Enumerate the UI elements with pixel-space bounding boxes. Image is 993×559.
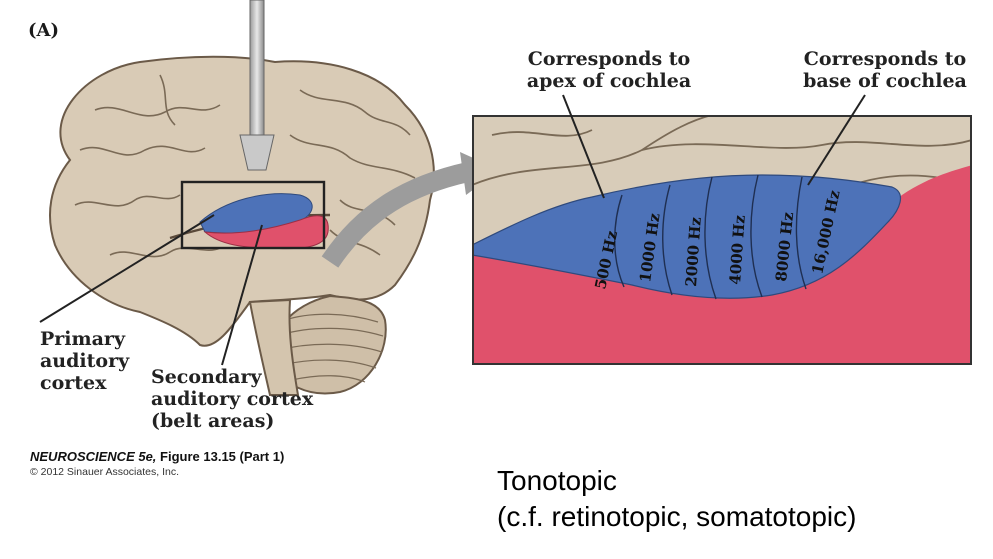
zoom-panel: 500 Hz 1000 Hz 2000 Hz 4000 Hz 8000 Hz 1… bbox=[472, 115, 972, 365]
secondary-label-line3: (belt areas) bbox=[151, 410, 275, 432]
secondary-leader bbox=[221, 224, 263, 366]
book-title: NEUROSCIENCE 5e, bbox=[30, 449, 157, 464]
freq-label-4000: 4000 Hz bbox=[726, 214, 749, 285]
primary-label-line3: cortex bbox=[40, 372, 107, 394]
figure-credit: NEUROSCIENCE 5e, Figure 13.15 (Part 1) bbox=[30, 449, 284, 464]
zoom-box bbox=[180, 180, 326, 250]
primary-area bbox=[472, 174, 902, 299]
secondary-auditory-cortex-label: Secondary auditory cortex (belt areas) bbox=[151, 366, 313, 432]
primary-leader bbox=[39, 214, 215, 323]
isofrequency-lines bbox=[614, 174, 807, 300]
panel-label: (A) bbox=[28, 20, 59, 41]
figure-number: Figure 13.15 (Part 1) bbox=[156, 449, 285, 464]
base-leader bbox=[807, 94, 866, 186]
primary-label-line2: auditory bbox=[40, 350, 130, 372]
base-label-line1: Corresponds to bbox=[803, 48, 967, 70]
caption-line1: Tonotopic bbox=[497, 465, 617, 496]
primary-auditory-cortex-label: Primary auditory cortex bbox=[40, 328, 129, 394]
caption: Tonotopic (c.f. retinotopic, somatotopic… bbox=[497, 463, 856, 535]
zoom-frame bbox=[472, 115, 972, 365]
base-label-line2: base of cochlea bbox=[803, 70, 967, 92]
apex-label-line1: Corresponds to bbox=[527, 48, 691, 70]
secondary-label-line1: Secondary bbox=[151, 366, 262, 388]
freq-label-2000: 2000 Hz bbox=[682, 216, 705, 287]
belt-area bbox=[472, 165, 972, 365]
brainstem bbox=[248, 298, 300, 396]
secondary-label-line2: auditory cortex bbox=[151, 388, 314, 410]
caption-line2: (c.f. retinotopic, somatotopic) bbox=[497, 501, 857, 532]
apex-leader bbox=[562, 94, 605, 199]
copyright: © 2012 Sinauer Associates, Inc. bbox=[30, 466, 179, 478]
electrode-tip bbox=[239, 134, 275, 171]
base-label: Corresponds to base of cochlea bbox=[800, 48, 970, 92]
apex-label-line2: apex of cochlea bbox=[526, 70, 692, 92]
primary-label-line1: Primary bbox=[40, 328, 125, 350]
apex-label: Corresponds to apex of cochlea bbox=[524, 48, 694, 92]
zoom-arrow-body bbox=[321, 162, 471, 268]
